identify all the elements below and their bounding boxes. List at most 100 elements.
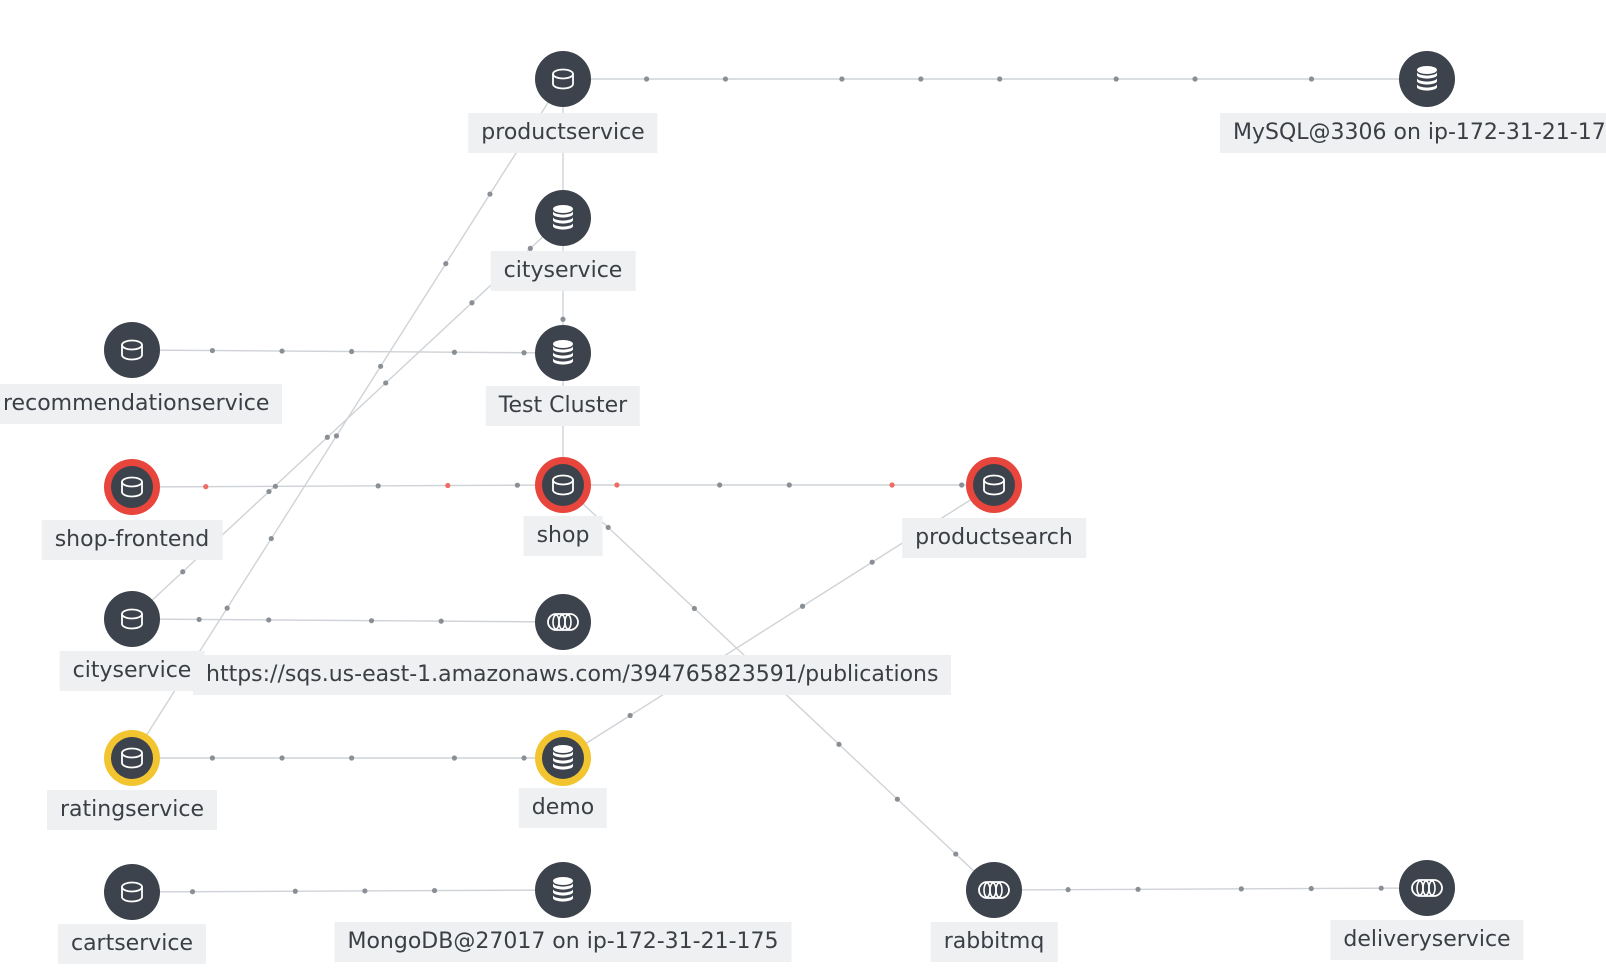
node-sqs[interactable] — [535, 594, 591, 650]
traffic-dot — [378, 363, 384, 369]
node-testcluster[interactable] — [535, 325, 591, 381]
traffic-dot — [209, 755, 215, 761]
node-label-mysql[interactable]: MySQL@3306 on ip-172-31-21-17 — [1220, 113, 1606, 153]
node-label-recommendationservice[interactable]: recommendationservice — [0, 384, 283, 424]
node-deliveryservice[interactable] — [1399, 860, 1455, 916]
node-label-ratingservice[interactable]: ratingservice — [47, 790, 217, 830]
node-label-shop[interactable]: shop — [523, 516, 603, 556]
traffic-dot — [487, 191, 493, 197]
database-stack-icon — [1417, 66, 1437, 91]
database-icon — [121, 608, 143, 630]
node-shop[interactable] — [535, 457, 591, 513]
database-icon — [552, 474, 574, 496]
database-icon — [121, 747, 143, 769]
traffic-dot — [349, 348, 355, 355]
traffic-dot — [786, 482, 792, 488]
traffic-dot — [349, 755, 355, 761]
queue-icon — [1411, 879, 1443, 897]
node-label-deliveryservice[interactable]: deliveryservice — [1330, 920, 1524, 960]
traffic-dot — [514, 482, 521, 488]
node-label-sqs[interactable]: https://sqs.us-east-1.amazonaws.com/3947… — [193, 655, 952, 695]
node-ratingservice[interactable] — [104, 730, 160, 786]
node-label-shop-frontend[interactable]: shop-frontend — [41, 520, 223, 560]
node-productservice[interactable] — [535, 51, 591, 107]
traffic-dot — [383, 380, 389, 386]
node-cityservice-top[interactable] — [535, 190, 591, 246]
traffic-dot — [279, 348, 285, 354]
node-label-rabbitmq[interactable]: rabbitmq — [930, 922, 1058, 962]
traffic-dot — [1065, 887, 1071, 893]
node-label-testcluster[interactable]: Test Cluster — [485, 386, 641, 426]
node-mongodb[interactable] — [535, 862, 591, 918]
traffic-dot — [209, 347, 215, 354]
traffic-dot — [894, 796, 900, 802]
node-label-productsearch[interactable]: productsearch — [902, 518, 1086, 558]
database-icon — [983, 474, 1005, 496]
traffic-dot — [1135, 886, 1141, 892]
database-icon — [121, 476, 143, 498]
database-stack-icon — [553, 205, 573, 230]
traffic-dot — [375, 483, 381, 489]
traffic-dot — [469, 300, 475, 306]
database-stack-icon — [553, 340, 573, 365]
node-cartservice[interactable] — [104, 864, 160, 920]
traffic-dot — [527, 245, 533, 251]
traffic-dot — [1113, 76, 1119, 82]
traffic-dot — [614, 482, 620, 488]
traffic-dot — [1308, 76, 1315, 82]
node-rabbitmq[interactable] — [966, 862, 1022, 918]
database-icon — [121, 881, 143, 903]
traffic-dot — [189, 889, 196, 895]
traffic-dot — [324, 434, 330, 440]
traffic-dot — [560, 316, 566, 322]
node-shop-frontend[interactable] — [104, 459, 160, 515]
traffic-dot — [918, 76, 924, 82]
traffic-dot — [292, 888, 298, 894]
edge-recommendationservice-testcluster[interactable] — [131, 349, 564, 354]
edge-cityservice_left-sqs[interactable] — [131, 618, 564, 623]
database-icon — [552, 68, 574, 90]
queue-icon — [547, 613, 579, 631]
traffic-dot — [521, 350, 527, 356]
node-label-cityservice-top[interactable]: cityservice — [490, 251, 636, 291]
node-recommendationservice[interactable] — [104, 322, 160, 378]
traffic-dot — [1192, 76, 1198, 82]
traffic-dot — [869, 559, 875, 565]
node-cityservice-left[interactable] — [104, 591, 160, 647]
traffic-dot — [203, 484, 209, 490]
traffic-dot — [953, 851, 959, 857]
node-layer — [104, 51, 1455, 920]
node-label-cityservice-left[interactable]: cityservice — [59, 651, 205, 691]
traffic-dot — [180, 569, 186, 575]
node-label-mongodb[interactable]: MongoDB@27017 on ip-172-31-21-175 — [334, 922, 792, 962]
node-productsearch[interactable] — [966, 457, 1022, 513]
traffic-dot — [1238, 886, 1244, 892]
traffic-dot — [368, 618, 375, 624]
traffic-dot — [627, 712, 633, 719]
traffic-dot — [266, 488, 272, 495]
node-label-demo[interactable]: demo — [518, 788, 608, 828]
node-label-productservice[interactable]: productservice — [468, 113, 658, 153]
node-mysql[interactable] — [1399, 51, 1455, 107]
edge-shop_frontend-shop[interactable] — [131, 484, 564, 488]
traffic-dot-layer — [180, 76, 1384, 895]
traffic-dot — [196, 616, 202, 623]
queue-icon — [978, 881, 1010, 899]
node-demo[interactable] — [535, 730, 591, 786]
node-label-cartservice[interactable]: cartservice — [57, 924, 207, 964]
traffic-dot — [443, 261, 449, 267]
traffic-dot — [224, 605, 230, 611]
database-stack-icon — [553, 745, 573, 770]
edge-layer — [131, 78, 1428, 893]
traffic-dot — [521, 755, 527, 761]
database-stack-icon — [553, 877, 573, 902]
traffic-dot — [836, 741, 842, 747]
traffic-dot — [799, 603, 806, 609]
database-icon — [121, 339, 143, 361]
edge-cartservice-mongodb[interactable] — [131, 889, 564, 893]
traffic-dot — [333, 433, 340, 439]
traffic-dot — [266, 617, 272, 623]
traffic-dot — [1308, 885, 1314, 892]
edge-rabbitmq-deliveryservice[interactable] — [993, 887, 1428, 891]
